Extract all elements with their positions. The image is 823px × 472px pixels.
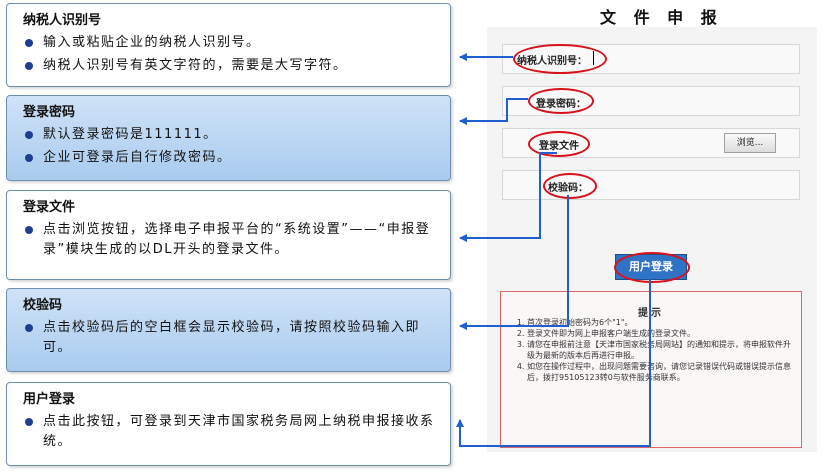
highlight-oval [614, 252, 690, 283]
callout-bullet: 默认登录密码是111111。 [25, 125, 436, 145]
callout-title: 校验码 [23, 298, 63, 313]
callout-bullet: 点击此按钮，可登录到天津市国家税务局网上纳税申报接收系统。 [25, 412, 436, 452]
arrow-password [459, 98, 528, 125]
highlight-oval [528, 131, 590, 157]
callout-bullet: 纳税人识别号有英文字符的，需要是大写字符。 [25, 56, 436, 76]
arrow-captcha [459, 195, 569, 330]
callout-bullet: 输入或粘贴企业的纳税人识别号。 [25, 33, 436, 53]
callout-user-login: 用户登录 点击此按钮，可登录到天津市国家税务局网上纳税申报接收系统。 [6, 382, 451, 466]
arrow-login-file [459, 152, 557, 242]
callout-captcha: 校验码 点击校验码后的空白框会显示校验码，请按照校验码输入即可。 [6, 288, 451, 372]
highlight-oval [513, 44, 607, 74]
tips-item: 登录文件即为网上申报客户端生成的登录文件。 [527, 328, 793, 339]
form-title: 文 件 申 报 [600, 8, 723, 27]
callout-login-file: 登录文件 点击浏览按钮，选择电子申报平台的“系统设置”——“申报登录”模块生成的… [6, 190, 451, 280]
callout-bullet: 点击校验码后的空白框会显示校验码，请按照校验码输入即可。 [25, 318, 436, 358]
callout-title: 纳税人识别号 [23, 13, 102, 28]
tips-list: 首次登录初始密码为6个"1"。 登录文件即为网上申报客户端生成的登录文件。 请您… [514, 317, 801, 383]
callout-bullet: 点击浏览按钮，选择电子申报平台的“系统设置”——“申报登录”模块生成的以DL开头… [25, 220, 436, 260]
tips-item: 如您在操作过程中，出现问题需要咨询，请您记录错误代码或错误提示信息后，拨打951… [527, 361, 793, 383]
callout-title: 登录文件 [23, 200, 76, 215]
tips-item: 首次登录初始密码为6个"1"。 [527, 317, 793, 328]
highlight-oval [528, 88, 594, 114]
callout-title: 用户登录 [23, 392, 76, 407]
callout-bullet: 企业可登录后自行修改密码。 [25, 148, 436, 168]
arrow-user-login [456, 279, 651, 447]
callout-password: 登录密码 默认登录密码是111111。 企业可登录后自行修改密码。 [6, 95, 451, 181]
browse-button[interactable]: 浏览... [724, 133, 776, 153]
highlight-oval [543, 173, 597, 199]
tips-item: 请您在申报前注意【天津市国家税务局网站】的通知和提示，将申报软件升级为最新的版本… [527, 339, 793, 361]
callout-title: 登录密码 [23, 105, 76, 120]
callout-taxpayer-id: 纳税人识别号 输入或粘贴企业的纳税人识别号。 纳税人识别号有英文字符的，需要是大… [6, 3, 451, 87]
